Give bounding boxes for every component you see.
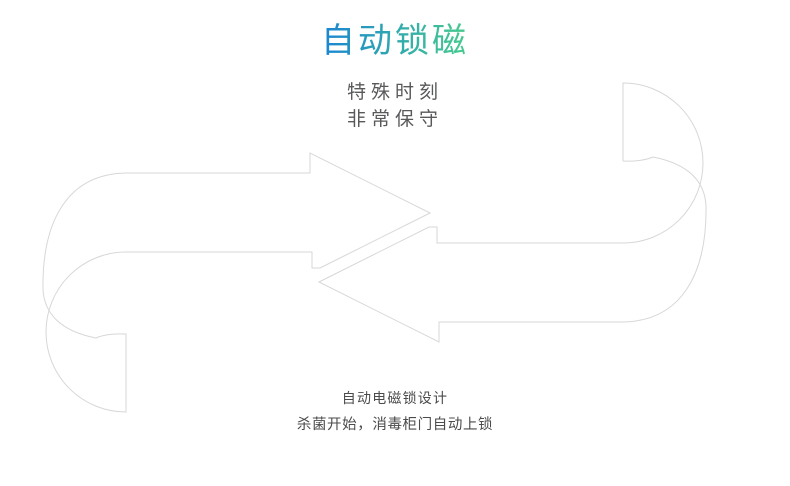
page-title: 自动锁磁 (321, 22, 469, 60)
subtitle-line-1: 特殊时刻 (346, 82, 443, 103)
arrow-left-curled-tail (318, 82, 707, 343)
subtitle-line-2: 非常保守 (346, 109, 443, 130)
arrow-right-curled-tail (42, 152, 432, 413)
footer-description: 杀菌开始，消毒柜门自动上锁 (296, 417, 494, 433)
subtitle: 特殊时刻 非常保守 (0, 79, 790, 133)
footer-caption: 自动电磁锁设计 (341, 390, 449, 406)
page-title-block: 自动锁磁 (321, 22, 469, 60)
